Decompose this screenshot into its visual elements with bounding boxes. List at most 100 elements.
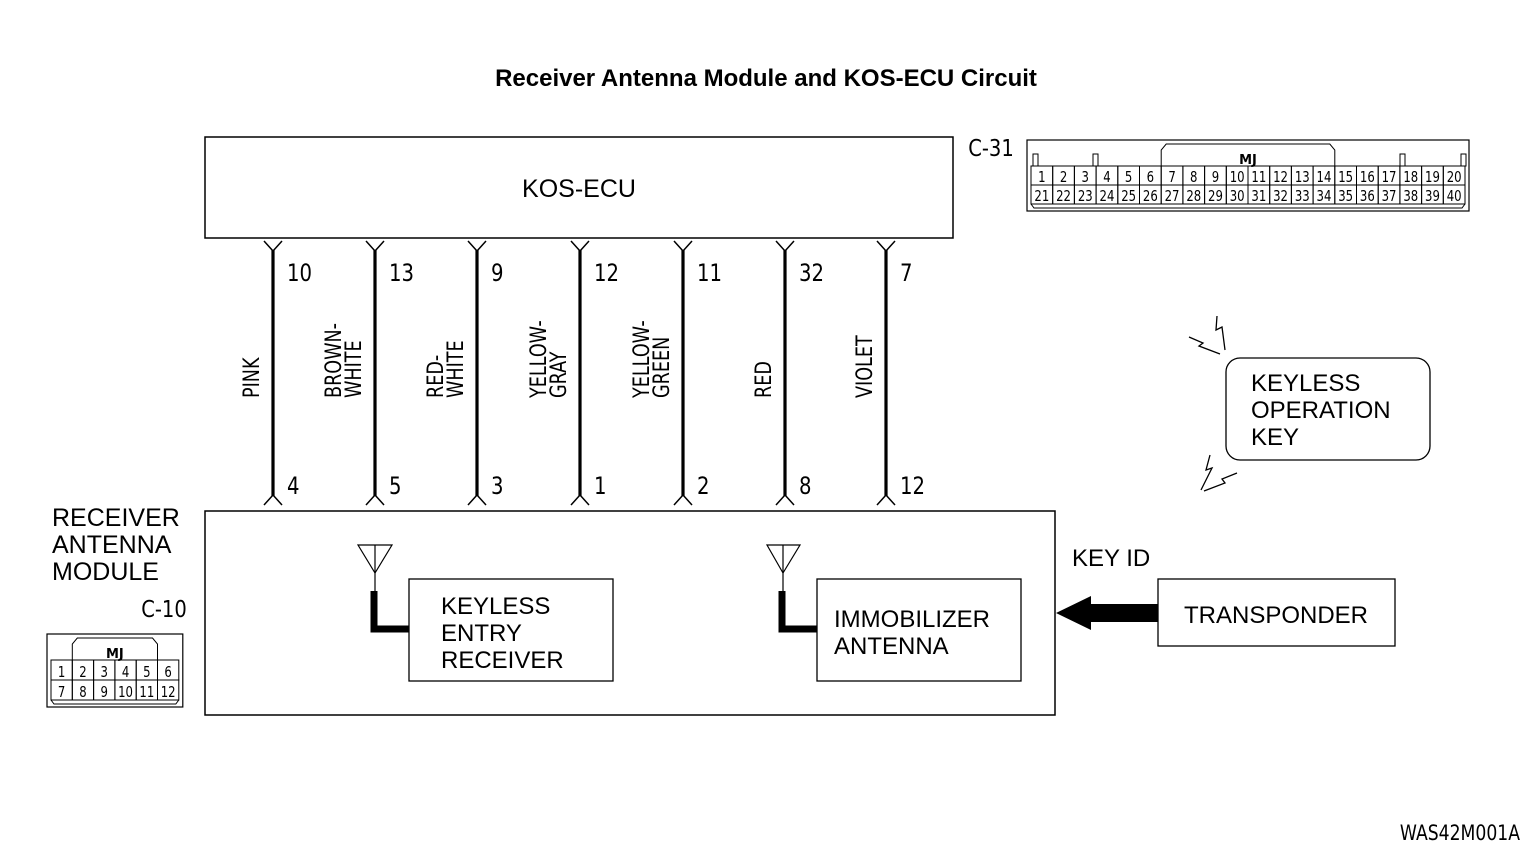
transponder-box [1157,578,1396,647]
connector-tag: MJ [1239,153,1257,168]
connector-terminal-icon [467,493,487,506]
ecu-connector-id: C-31 [968,136,1014,163]
connector-pin-number: 13 [1295,170,1310,187]
transponder-label: TRANSPONDER [1184,602,1368,629]
keyless-operation-key-label: OPERATION [1251,397,1391,424]
connector-pin-number: 38 [1403,189,1418,206]
connector-pin-number: 11 [139,685,154,702]
module-pin-number: 8 [799,473,812,500]
ecu-pin-number: 12 [594,260,619,287]
connector-terminal-icon [263,240,283,253]
connector-pin-number: 3 [101,665,108,682]
connector-lock-icon [71,637,158,660]
connector-pin-number: 24 [1100,189,1115,206]
module-pin-number: 12 [900,473,925,500]
wire-color-label: GRAY [546,351,571,398]
keyless-entry-receiver-label: RECEIVER [441,647,564,674]
connector-pin-number: 11 [1251,170,1266,187]
receiver-antenna-module-box [204,510,1056,716]
wire-color-label: RED [751,361,776,398]
keyless-operation-key-block: KEYLESS OPERATION KEY [1188,315,1431,492]
wire-color-label: VIOLET [852,335,877,398]
connector-pin-number: 39 [1425,189,1440,206]
connector-pin-cell [157,679,180,701]
connector-pin-number: 30 [1230,189,1245,206]
wire-color-label: BROWN- [321,323,346,398]
connector-pin-number: 22 [1056,189,1071,206]
connector-terminal-icon [876,240,896,253]
ecu-pin-number: 9 [491,260,504,287]
connector-pin-number: 29 [1208,189,1223,206]
connector-terminal-icon [673,493,693,506]
connector-lock-icon [1160,143,1336,166]
connector-bevel [50,699,180,705]
wire-color-label: GREEN [649,337,674,398]
connector-pin-number: 9 [101,685,108,702]
connector-pin-number: 27 [1165,189,1180,206]
connector-pin-number: 32 [1273,189,1288,206]
antenna-icon [765,544,818,633]
ecu-pin-number: 10 [287,260,312,287]
connector-pin-number: 10 [1230,170,1245,187]
connector-pin-number: 21 [1034,189,1049,206]
connector-pin-number: 8 [1190,170,1197,187]
module-pin-number: 4 [287,473,300,500]
connector-pin-number: 4 [122,665,129,682]
immobilizer-antenna-block: IMMOBILIZER ANTENNA [765,544,1022,682]
connector-pin-number: 3 [1082,170,1089,187]
keyless-entry-receiver-block: KEYLESS ENTRY RECEIVER [356,544,614,682]
connector-pin-number: 5 [1125,170,1132,187]
connector-pin-number: 35 [1338,189,1353,206]
connector-pin-number: 19 [1425,170,1440,187]
connector-terminal-icon [775,240,795,253]
radio-wave-icon [1200,454,1238,492]
ecu-pin-number: 11 [697,260,722,287]
connector-pin-number: 7 [58,685,65,702]
ecu-pin-number: 32 [799,260,824,287]
connector-pin-number: 28 [1186,189,1201,206]
connector-pin-number: 5 [143,665,150,682]
connector-pin-number: 15 [1338,170,1353,187]
connector-terminal-icon [365,240,385,253]
connector-pin-number: 12 [1273,170,1288,187]
connector-bevel [1030,203,1466,209]
key-id-label: KEY ID [1072,545,1150,572]
wire-color-label: WHITE [341,340,366,398]
wire: 32 8 RED [751,240,824,506]
connector-pin-cell [1442,184,1466,205]
module-pin-number: 5 [389,473,402,500]
diagram-title: Receiver Antenna Module and KOS-ECU Circ… [495,65,1037,92]
connector-pin-number: 20 [1447,170,1462,187]
figure-id: WAS42M001A [1400,820,1520,845]
connector-pin-number: 16 [1360,170,1375,187]
ecu-pin-number: 13 [389,260,414,287]
module-pin-number: 2 [697,473,710,500]
immobilizer-antenna-box [816,578,1022,682]
connector-terminal-icon [876,493,896,506]
module-label-line: RECEIVER [52,504,180,532]
connector-pin-number: 8 [79,685,86,702]
connector-pin-number: 36 [1360,189,1375,206]
connector-terminal-icon [570,493,590,506]
connector-pin-number: 9 [1212,170,1219,187]
connector-pin-number: 34 [1317,189,1332,206]
connector-pin-number: 1 [58,665,65,682]
connector-pin-number: 2 [1060,170,1067,187]
module-pin-number: 3 [491,473,504,500]
receiver-antenna-module-label: RECEIVER ANTENNA MODULE [52,504,180,586]
connector-terminal-icon [365,493,385,506]
keyless-operation-key-label: KEY [1251,424,1299,451]
connector-pin-number: 1 [1038,170,1045,187]
keyless-entry-receiver-label: KEYLESS [441,593,550,620]
connector-pin-number: 26 [1143,189,1158,206]
connector-pin-number: 12 [161,685,176,702]
connector-pin-number: 23 [1078,189,1093,206]
keyless-operation-key-label: KEYLESS [1251,370,1360,397]
connector-pin-number: 25 [1121,189,1136,206]
